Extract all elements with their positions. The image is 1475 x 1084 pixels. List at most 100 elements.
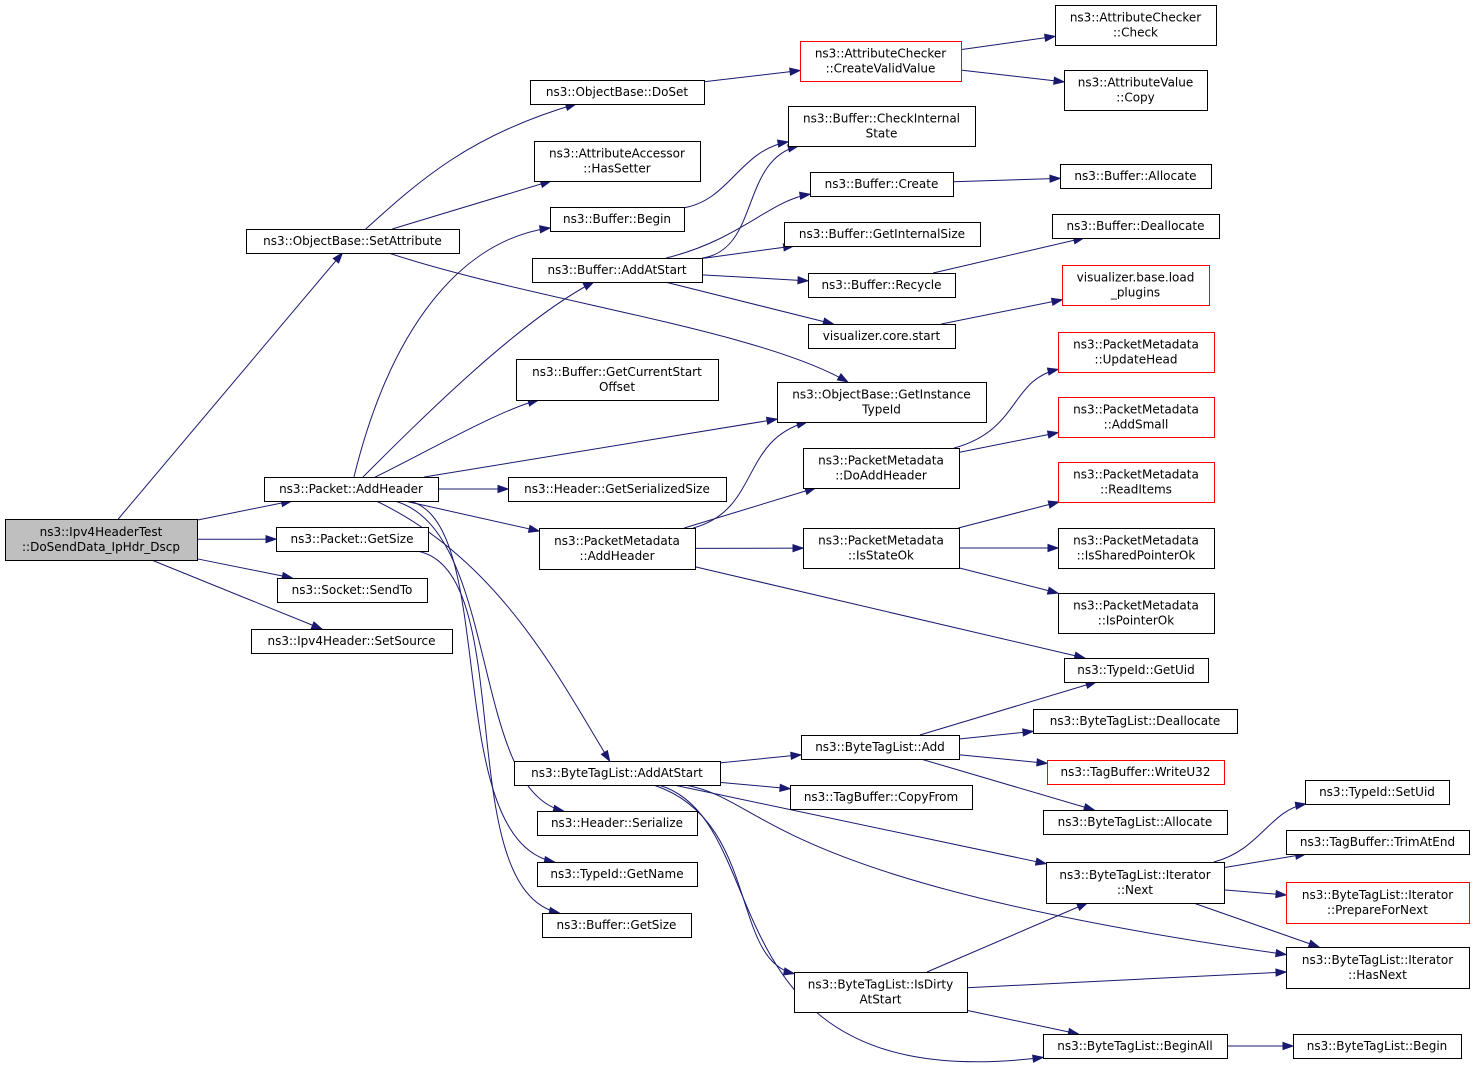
- arrowhead-btl_add-to-btl_dealloc: [1022, 728, 1035, 737]
- node-buf_recycle[interactable]: ns3::Buffer::Recycle: [808, 273, 956, 298]
- node-label-line: ns3::TagBuffer::CopyFrom: [804, 790, 958, 804]
- node-box: [1058, 462, 1215, 503]
- node-btl_it_hasnext[interactable]: ns3::ByteTagList::Iterator::HasNext: [1286, 947, 1470, 989]
- node-sock_sendto[interactable]: ns3::Socket::SendTo: [277, 578, 428, 603]
- node-box: [1293, 1034, 1462, 1059]
- node-label-line: ns3::TypeId::SetUid: [1319, 785, 1435, 799]
- edge-btl_it_next-to-btl_it_hasnext: [1193, 902, 1320, 948]
- node-btl_beginall[interactable]: ns3::ByteTagList::BeginAll: [1043, 1034, 1228, 1059]
- node-label-line: ns3::Buffer::Recycle: [821, 278, 941, 292]
- arrowhead-buf_create-to-buf_allocate: [1049, 174, 1062, 183]
- node-label-line: AtStart: [859, 993, 901, 1007]
- edge-buf_addatstart-to-buf_recycle: [701, 274, 809, 282]
- node-btl_it_prepnext[interactable]: ns3::ByteTagList::Iterator::PrepareForNe…: [1286, 882, 1470, 924]
- node-pm_updatehead[interactable]: ns3::PacketMetadata::UpdateHead: [1058, 332, 1215, 373]
- node-label-line: ns3::AttributeValue: [1078, 76, 1194, 90]
- arrowhead-btl_beginall-to-btl_begin: [1282, 1041, 1295, 1051]
- node-label-line: ns3::AttributeChecker: [1070, 11, 1201, 25]
- node-box: [246, 229, 460, 254]
- node-buf_addatstart[interactable]: ns3::Buffer::AddAtStart: [532, 258, 703, 283]
- node-pm_addsmall[interactable]: ns3::PacketMetadata::AddSmall: [1058, 397, 1215, 438]
- node-label-line: Offset: [599, 380, 635, 394]
- node-buf_begin[interactable]: ns3::Buffer::Begin: [550, 207, 685, 232]
- node-label-line: ns3::AttributeChecker: [815, 47, 946, 61]
- node-label-line: ns3::PacketMetadata: [1073, 338, 1199, 352]
- node-ipv4_setsrc[interactable]: ns3::Ipv4Header::SetSource: [251, 629, 453, 654]
- node-label-line: ns3::Header::Serialize: [551, 816, 683, 830]
- edge-pm_isstateok-to-pm_isptrok: [958, 567, 1059, 594]
- node-box: [537, 862, 698, 887]
- node-label-line: ns3::Buffer::Create: [825, 177, 939, 191]
- arrowhead-btl_addatstart-to-btl_it_hasnext: [1275, 948, 1288, 958]
- node-label-line: ns3::Header::GetSerializedSize: [524, 482, 710, 496]
- node-box: [1058, 332, 1215, 373]
- node-ac_check[interactable]: ns3::AttributeChecker::Check: [1055, 5, 1217, 46]
- node-btl_allocate[interactable]: ns3::ByteTagList::Allocate: [1043, 810, 1228, 835]
- node-tb_writeu32[interactable]: ns3::TagBuffer::WriteU32: [1047, 760, 1225, 785]
- edge-btl_addatstart-to-btl_isdirty: [653, 784, 795, 975]
- node-box: [1058, 397, 1215, 438]
- node-label-line: ::ReadItems: [1100, 483, 1172, 497]
- edge-ob_doset-to-ac_createvalid: [703, 69, 801, 83]
- node-label-line: ns3::Buffer::GetInternalSize: [799, 227, 965, 241]
- node-buf_getsize[interactable]: ns3::Buffer::GetSize: [542, 913, 692, 938]
- node-buf_allocate[interactable]: ns3::Buffer::Allocate: [1060, 164, 1212, 189]
- node-btl_it_next[interactable]: ns3::ByteTagList::Iterator::Next: [1046, 862, 1225, 904]
- node-box: [1064, 70, 1208, 111]
- node-btl_add[interactable]: ns3::ByteTagList::Add: [801, 735, 960, 760]
- node-box: [1286, 882, 1470, 924]
- node-pkt_addhdr[interactable]: ns3::Packet::AddHeader: [264, 477, 439, 502]
- node-tid_getuid[interactable]: ns3::TypeId::GetUid: [1064, 658, 1209, 683]
- node-box: [1064, 658, 1209, 683]
- arrowhead-pkt_addhdr-to-buf_begin: [539, 225, 552, 234]
- node-ob_doset[interactable]: ns3::ObjectBase::DoSet: [530, 80, 705, 105]
- node-label-line: ns3::ObjectBase::SetAttribute: [263, 234, 442, 248]
- node-buf_create[interactable]: ns3::Buffer::Create: [810, 172, 954, 197]
- node-pm_addheader[interactable]: ns3::PacketMetadata::AddHeader: [539, 528, 696, 570]
- node-aa_hassetter[interactable]: ns3::AttributeAccessor::HasSetter: [534, 141, 701, 182]
- node-vis_corestart[interactable]: visualizer.core.start: [808, 324, 956, 349]
- arrowhead-pm_isstateok-to-pm_isptrok: [1046, 586, 1060, 595]
- edge-ob_setattr-to-ob_getinstancetid: [388, 252, 849, 383]
- node-label-line: ns3::Buffer::Begin: [563, 212, 671, 226]
- node-btl_dealloc[interactable]: ns3::ByteTagList::Deallocate: [1033, 709, 1238, 734]
- node-root[interactable]: ns3::Ipv4HeaderTest::DoSendData_IpHdr_Ds…: [5, 519, 198, 561]
- node-box: [277, 578, 428, 603]
- nodes-layer: ns3::Ipv4HeaderTest::DoSendData_IpHdr_Ds…: [5, 5, 1470, 1059]
- node-ac_createvalid[interactable]: ns3::AttributeChecker::CreateValidValue: [800, 41, 962, 82]
- node-hdr_getsersize[interactable]: ns3::Header::GetSerializedSize: [508, 477, 727, 502]
- node-btl_addatstart[interactable]: ns3::ByteTagList::AddAtStart: [514, 761, 721, 786]
- node-pm_isstateok[interactable]: ns3::PacketMetadata::IsStateOk: [803, 528, 960, 569]
- node-box: [777, 382, 987, 423]
- node-pm_doaddheader[interactable]: ns3::PacketMetadata::DoAddHeader: [803, 448, 960, 489]
- node-label-line: ::IsStateOk: [848, 549, 914, 563]
- node-hdr_serialize[interactable]: ns3::Header::Serialize: [537, 811, 698, 836]
- node-pm_isptrok[interactable]: ns3::PacketMetadata::IsPointerOk: [1058, 593, 1215, 634]
- node-box: [1062, 265, 1210, 306]
- node-tb_trimatend[interactable]: ns3::TagBuffer::TrimAtEnd: [1286, 830, 1470, 855]
- node-tid_getname[interactable]: ns3::TypeId::GetName: [537, 862, 698, 887]
- node-box: [251, 629, 453, 654]
- node-tb_copyfrom[interactable]: ns3::TagBuffer::CopyFrom: [790, 785, 973, 810]
- edge-buf_addatstart-to-vis_corestart: [664, 281, 834, 325]
- node-buf_getinternalsize[interactable]: ns3::Buffer::GetInternalSize: [784, 222, 981, 247]
- node-pm_readitems[interactable]: ns3::PacketMetadata::ReadItems: [1058, 462, 1215, 503]
- node-ob_setattr[interactable]: ns3::ObjectBase::SetAttribute: [246, 229, 460, 254]
- node-pkt_getsize[interactable]: ns3::Packet::GetSize: [276, 527, 429, 552]
- node-label-line: TypeId: [861, 403, 901, 417]
- node-vis_loadplugins[interactable]: visualizer.base.load_plugins: [1062, 265, 1210, 306]
- edge-btl_isdirty-to-btl_it_hasnext: [966, 971, 1287, 989]
- node-btl_begin[interactable]: ns3::ByteTagList::Begin: [1293, 1034, 1462, 1059]
- arrowhead-root-to-pkt_getsize: [265, 534, 278, 544]
- node-buf_deallocate[interactable]: ns3::Buffer::Deallocate: [1052, 214, 1220, 239]
- arrowhead-btl_addatstart-to-tb_copyfrom: [779, 783, 792, 792]
- node-box: [1043, 810, 1228, 835]
- node-label-line: ::HasNext: [1348, 968, 1407, 982]
- node-pm_issharedptrok[interactable]: ns3::PacketMetadata::IsSharedPointerOk: [1058, 528, 1215, 569]
- node-tid_setuid[interactable]: ns3::TypeId::SetUid: [1305, 780, 1450, 805]
- node-av_copy[interactable]: ns3::AttributeValue::Copy: [1064, 70, 1208, 111]
